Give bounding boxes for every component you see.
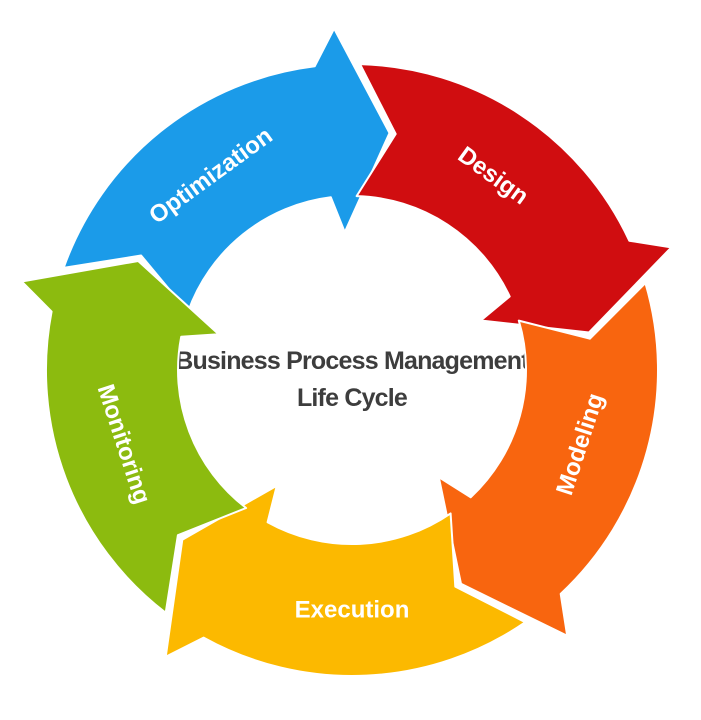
diagram-title-line2: Life Cycle <box>297 384 408 412</box>
segment-label-execution: Execution <box>295 597 410 624</box>
segment-arrow-design <box>355 63 673 334</box>
segment-arrow-optimization <box>62 27 391 313</box>
segment-arrow-monitoring <box>20 260 248 614</box>
segment-arrow-modeling <box>437 282 659 637</box>
diagram-title-line1: Business Process Management <box>175 347 530 375</box>
segment-arrow-execution <box>164 484 527 677</box>
